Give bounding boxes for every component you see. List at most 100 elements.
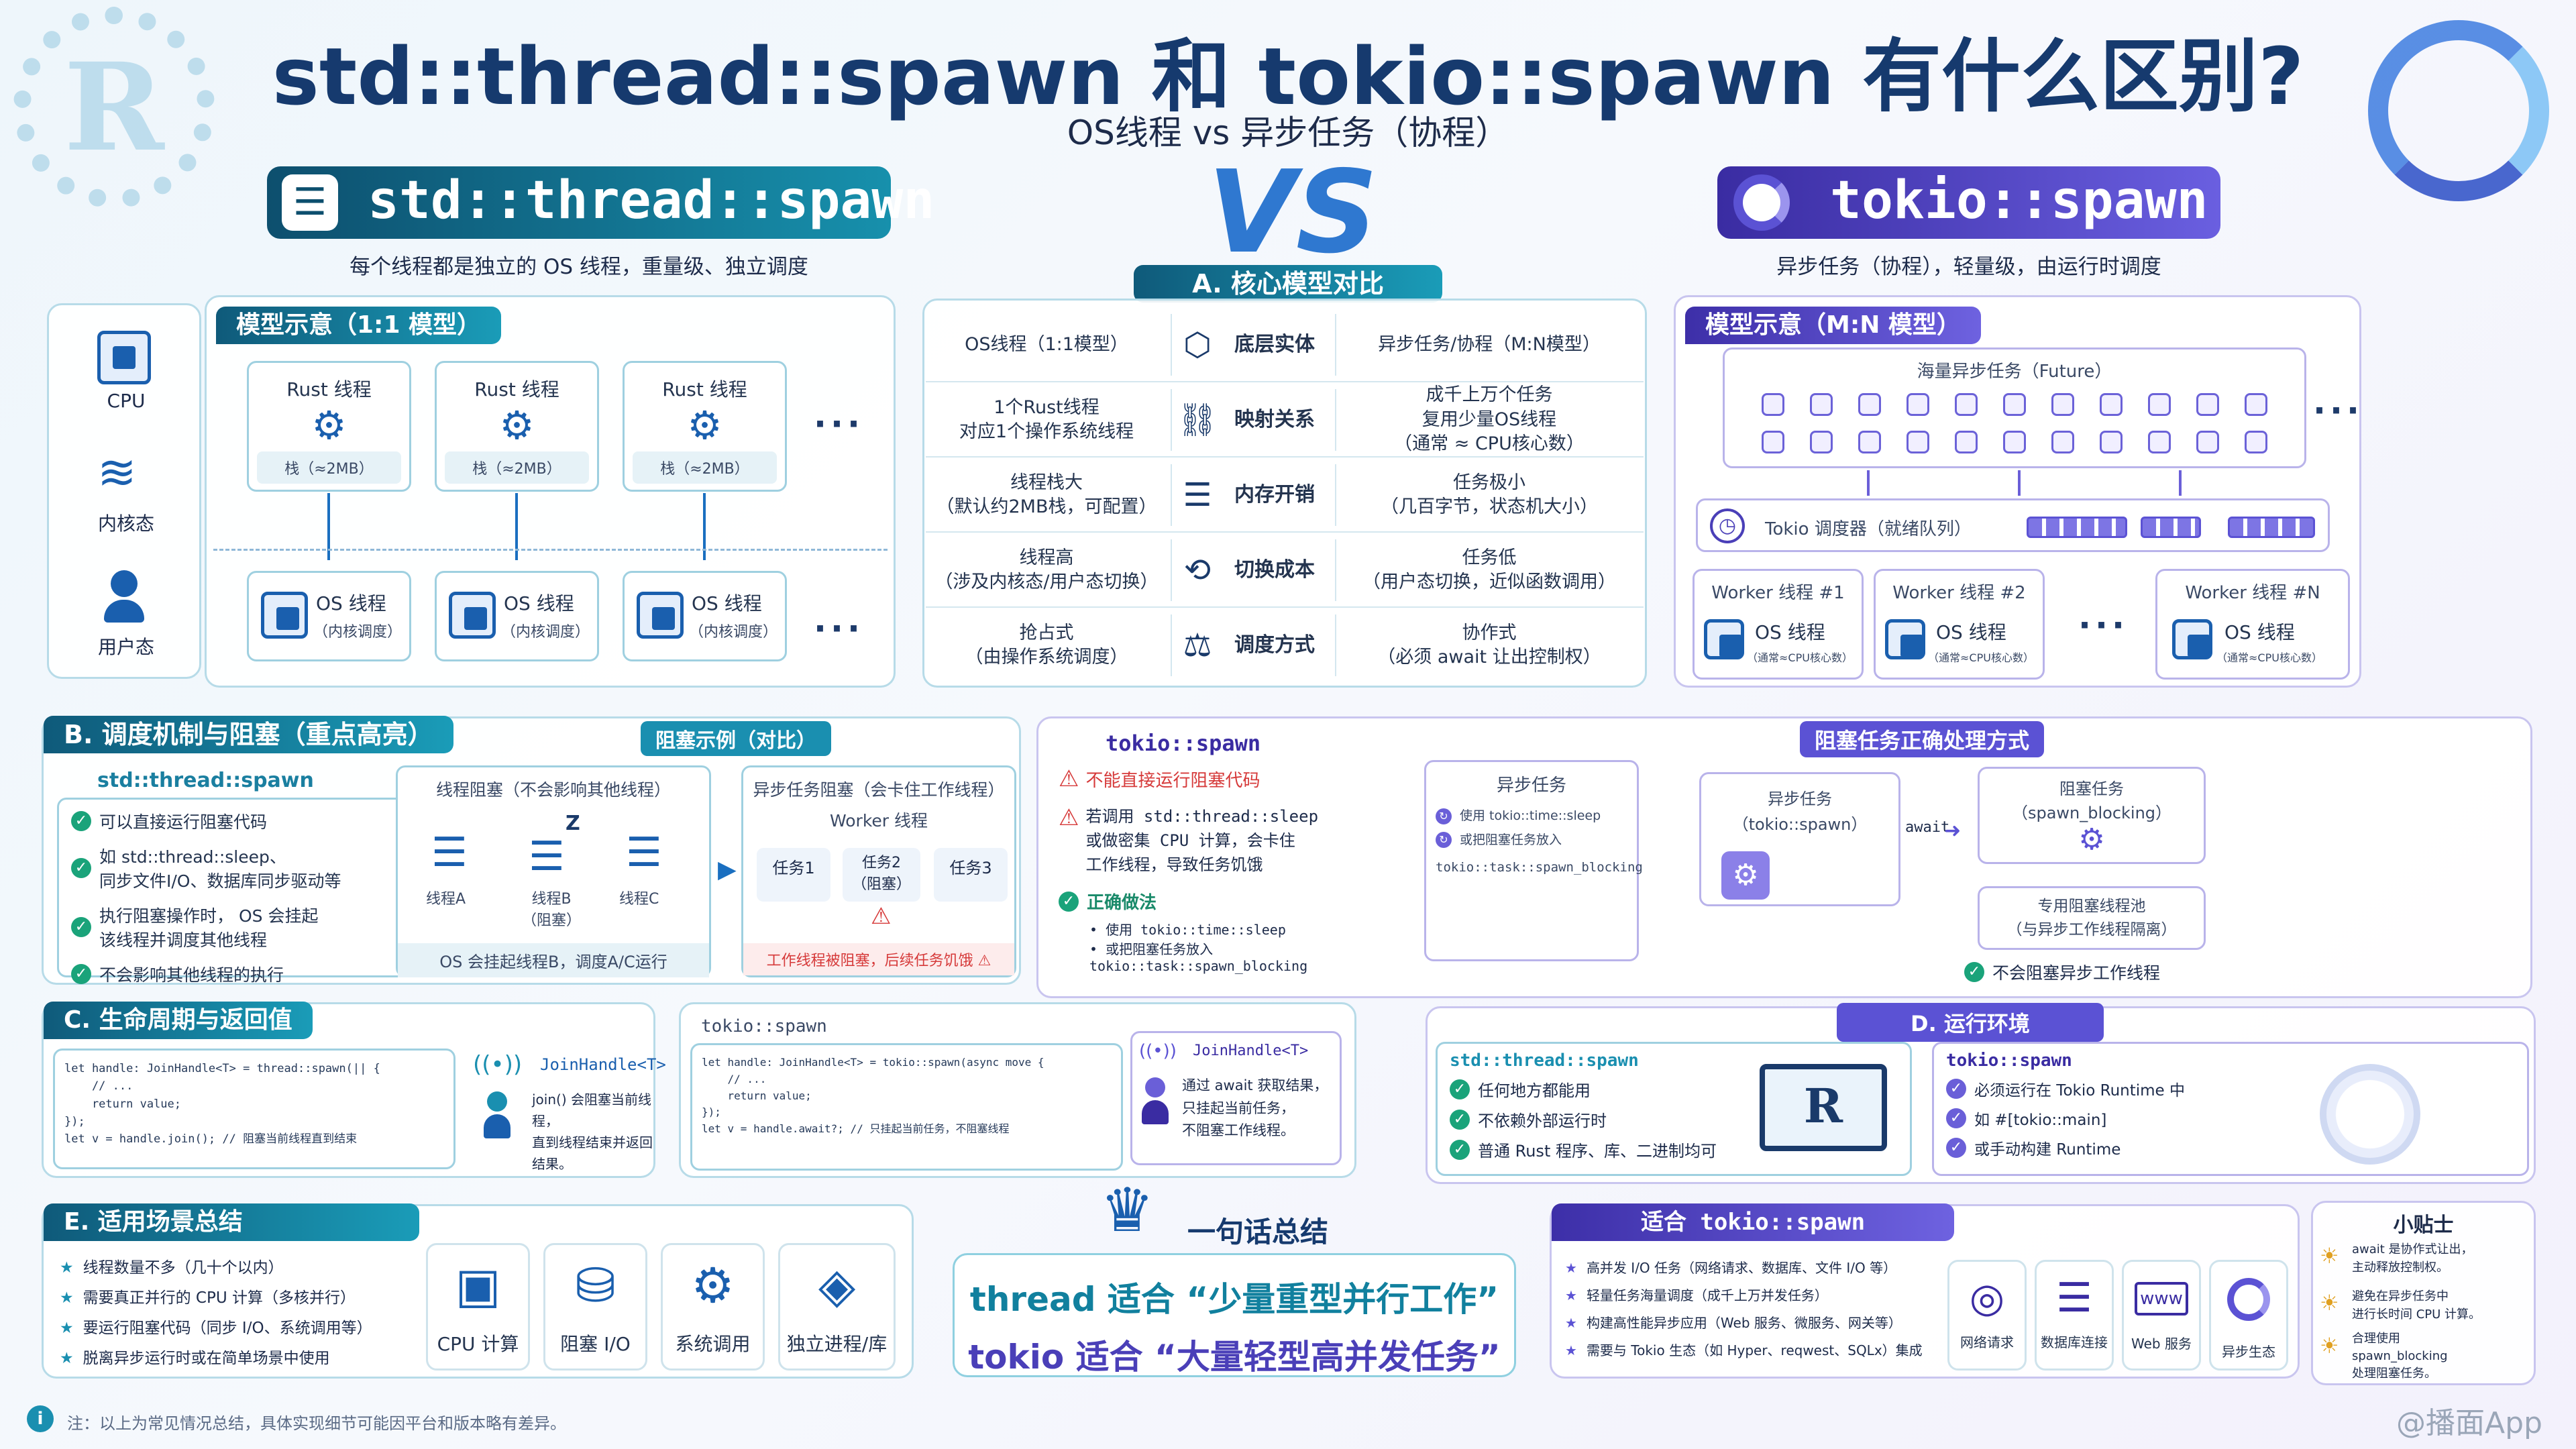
- database-icon: ☰: [431, 829, 468, 876]
- gears-icon: ⚙: [691, 1257, 735, 1313]
- scene-syscall: ⚙系统调用: [661, 1243, 765, 1371]
- watermark: @播面App: [2396, 1406, 2542, 1440]
- tips-panel: 小贴士 ☀ await 是协作式让出， 主动释放控制权。 ☀ 避免在异步任务中 …: [2311, 1201, 2536, 1385]
- scheduler-box: ◷ Tokio 调度器（就绪队列）: [1696, 498, 2330, 552]
- gear-icon: ⚙: [311, 402, 347, 448]
- section-b-panel: B. 调度机制与阻塞（重点高亮） 阻塞示例（对比） std::thread::s…: [42, 716, 1021, 985]
- cpu-icon: [261, 592, 308, 639]
- tip-1: ☀ await 是协作式让出， 主动释放控制权。: [2320, 1242, 2473, 1275]
- cpu-icon: [2172, 619, 2212, 659]
- worker-box-n: Worker 线程 #N OS 线程 （通常≈CPU核心数）: [2155, 569, 2350, 680]
- clock-icon: ◷: [1710, 508, 1745, 543]
- compare-right: 任务低 （用户态切换，近似函数调用）: [1362, 547, 1616, 592]
- tokio-code-block: let handle: JoinHandle<T> = tokio::spawn…: [690, 1043, 1123, 1171]
- fit-network: ◎网络请求: [1947, 1260, 2027, 1371]
- tokio-fit-panel: 适合 tokio::spawn ★高并发 I/O 任务（网络请求、数据库、文件 …: [1550, 1203, 2300, 1379]
- warning-icon: ⚠: [977, 953, 991, 969]
- database-icon: ☰: [626, 829, 662, 876]
- cpu-icon: [449, 592, 496, 639]
- std-banner: ☰ std::thread::spawn: [267, 166, 934, 239]
- compare-tag: A. 核心模型对比: [1134, 265, 1442, 303]
- os-thread-box-1: OS 线程 （内核调度）: [247, 571, 411, 661]
- std-model-panel: 模型示意（1:1 模型） Rust 线程 ⚙ 栈（≈2MB） Rust 线程 ⚙…: [205, 295, 896, 688]
- kernel-label: 内核态: [97, 513, 154, 535]
- laptop-rust-icon: R: [1760, 1064, 1887, 1151]
- cpu-icon: [1885, 619, 1925, 659]
- layers-icon: ≋: [97, 445, 137, 500]
- queue-bar: [2027, 517, 2127, 538]
- future-icons-row: [1725, 393, 2304, 419]
- gauge-icon: [2320, 1064, 2420, 1165]
- arrow-down: [2018, 470, 2021, 496]
- database-icon: ☰: [282, 174, 338, 231]
- section-c-tokio-panel: tokio::spawn let handle: JoinHandle<T> =…: [679, 1002, 1356, 1178]
- section-b-tag: B. 调度机制与阻塞（重点高亮）: [44, 716, 453, 753]
- correct-tag: 阻塞任务正确处理方式: [1800, 721, 2045, 757]
- divider: [1171, 539, 1172, 601]
- std-runtime-box: std::thread::spawn ✓任何地方都能用 ✓不依赖外部运行时 ✓普…: [1436, 1042, 1912, 1176]
- std-code-block: let handle: JoinHandle<T> = thread::spaw…: [53, 1049, 455, 1169]
- fit-database: ☰数据库连接: [2035, 1260, 2114, 1371]
- compare-table: [922, 299, 1647, 688]
- bulb-icon: ☀: [2320, 1333, 2339, 1358]
- compare-right: 任务极小 （几百字节，状态机大小）: [1381, 472, 1598, 517]
- arrow-down: [1867, 470, 1870, 496]
- tokio-fit-tag: 适合 tokio::spawn: [1552, 1203, 1954, 1241]
- compare-left: 线程高 （涉及内核态/用户态切换）: [934, 547, 1159, 592]
- section-d-panel: D. 运行环境 std::thread::spawn ✓任何地方都能用 ✓不依赖…: [1426, 1003, 2536, 1184]
- cube-icon: ⬡: [1183, 325, 1212, 364]
- scale-icon: ⚖: [1183, 626, 1212, 664]
- ellipsis: ···: [814, 609, 864, 648]
- compare-mid: 调度方式: [1234, 633, 1315, 657]
- compare-left: 抢占式 （由操作系统调度）: [965, 622, 1128, 667]
- arrow-down: [703, 493, 706, 560]
- scene-cpu: ▣CPU 计算: [426, 1243, 530, 1371]
- queue-bar: [2141, 517, 2201, 538]
- task-2: 任务2 （阻塞）: [843, 848, 920, 902]
- sleep-zzz: Z: [566, 812, 580, 835]
- worker-box-1: Worker 线程 #1 OS 线程 （通常≈CPU核心数）: [1693, 569, 1864, 680]
- vs-mark: VS: [1208, 146, 1379, 279]
- robot-icon: ⚙: [1721, 851, 1770, 900]
- compare-row: 线程栈大 （默认约2MB栈，可配置）☰内存开销任务极小 （几百字节，状态机大小）: [926, 458, 1644, 533]
- std-block-title: std::thread::spawn: [97, 769, 314, 792]
- thread-block-demo: 线程阻塞（不会影响其他线程） ☰ 线程A ☰ Z 线程B （阻塞） ☰ 线程C …: [396, 765, 711, 977]
- tokio-desc: 异步任务（协程），轻量级，由运行时调度: [1776, 255, 2161, 279]
- compare-mid: 切换成本: [1234, 557, 1315, 582]
- database-icon: ☰: [2056, 1275, 2092, 1322]
- tokio-banner: tokio::spawn: [1717, 166, 2220, 239]
- cpu-icon: ▣: [455, 1257, 501, 1313]
- arrow-down: [2179, 470, 2182, 496]
- queue-bar: [2228, 517, 2315, 538]
- section-b-tokio-panel: tokio::spawn ⚠不能直接运行阻塞代码 ⚠若调用 std::threa…: [1036, 716, 2532, 998]
- dedicated-pool-box: 专用阻塞线程池 （与异步工作线程隔离）: [1978, 886, 2206, 950]
- arrow-right: ▶: [718, 856, 737, 883]
- tokio-model-tag: 模型示意（M:N 模型）: [1685, 307, 1981, 344]
- compare-left: 线程栈大 （默认约2MB栈，可配置）: [936, 472, 1157, 517]
- bulb-icon: ☀: [2320, 1290, 2339, 1316]
- side-icons-panel: CPU ≋ 内核态 用户态: [47, 303, 201, 679]
- await-label: await: [1905, 819, 1950, 836]
- page-title: std::thread::spawn 和 tokio::spawn 有什么区别?: [272, 30, 2304, 123]
- section-d-tag: D. 运行环境: [1837, 1003, 2104, 1042]
- summary-line-2: tokio 适合 “大量轻型高并发任务”: [968, 1338, 1501, 1377]
- cpu-label: CPU: [107, 390, 146, 412]
- tokio-block-title: tokio::spawn: [1106, 731, 1261, 756]
- tokio-runtime-box: tokio::spawn ✓必须运行在 Tokio Runtime 中 ✓如 #…: [1932, 1042, 2529, 1176]
- compare-row: 1个Rust线程 对应1个操作系统线程⛓映射关系成千上万个任务 复用少量OS线程…: [926, 382, 1644, 458]
- std-block-list: ✓可以直接运行阻塞代码 ✓如 std::thread::sleep、 同步文件I…: [57, 798, 413, 985]
- database-icon: ☰: [529, 833, 565, 880]
- gear-icon: ⚙: [687, 402, 722, 448]
- arrow-down: [515, 493, 518, 560]
- compare-row: 抢占式 （由操作系统调度）⚖调度方式协作式 （必须 await 让出控制权）: [926, 608, 1644, 683]
- user-icon: [104, 570, 144, 624]
- kernel-divider: [213, 549, 888, 551]
- worker-box-2: Worker 线程 #2 OS 线程 （通常≈CPU核心数）: [1874, 569, 2045, 680]
- futures-box: 海量异步任务（Future）: [1723, 347, 2306, 468]
- tip-2: ☀ 避免在异步任务中 进行长时间 CPU 计算。: [2320, 1289, 2481, 1322]
- divider: [1335, 539, 1336, 601]
- scene-io: ⛁阻塞 I/O: [543, 1243, 647, 1371]
- arrow-right: ➜: [1944, 819, 1962, 843]
- www-icon: www: [2135, 1282, 2188, 1316]
- signal-icon: ((•)): [473, 1051, 523, 1078]
